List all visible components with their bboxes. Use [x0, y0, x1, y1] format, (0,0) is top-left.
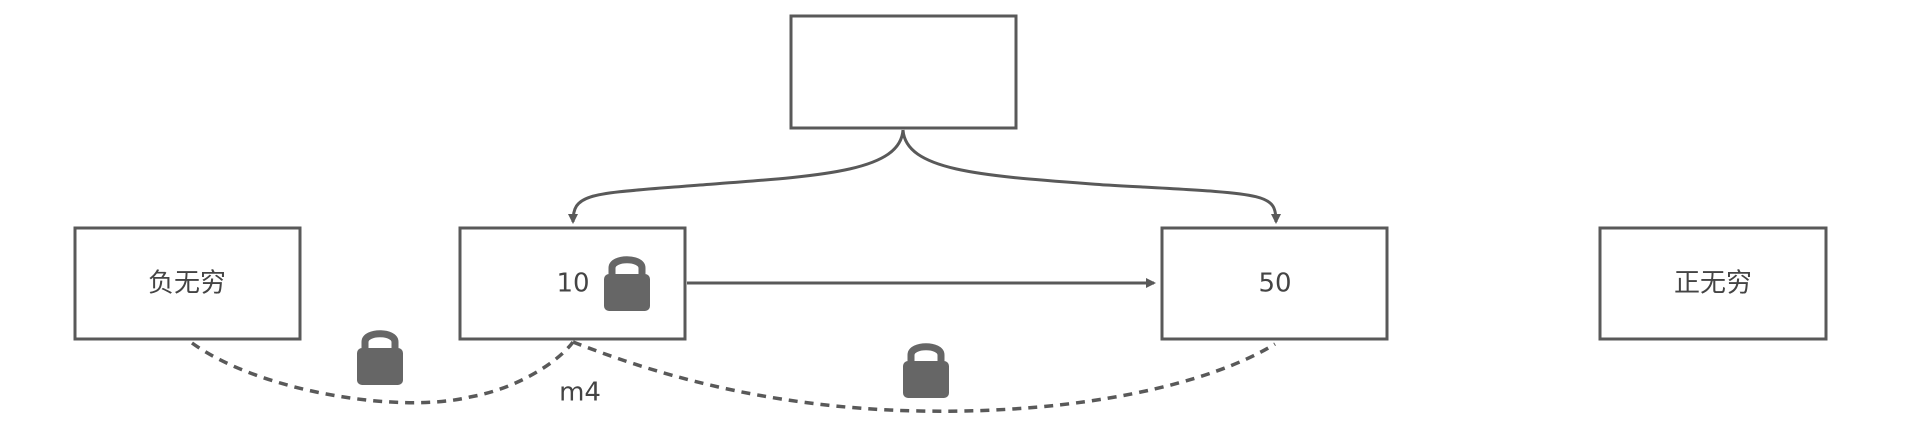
- value-10-label: 10: [556, 269, 589, 299]
- lock-icon: [903, 343, 949, 398]
- gap-negative-to-10: [190, 340, 575, 405]
- gap-10-to-50: [572, 340, 1276, 413]
- gap-label: m4: [559, 378, 601, 408]
- value-50-node[interactable]: 50: [1160, 226, 1389, 341]
- lock-icon: [357, 330, 403, 385]
- lock-icon: [604, 256, 650, 311]
- positive-infinity-node[interactable]: 正无穷: [1598, 226, 1828, 341]
- value-10-node[interactable]: 10: [458, 226, 687, 341]
- top-to-50-edge: [901, 129, 1281, 224]
- value-50-label: 50: [1258, 269, 1291, 299]
- top-to-10-edge: [568, 129, 905, 224]
- negative-infinity-node[interactable]: 负无穷: [73, 226, 302, 341]
- positive-infinity-label: 正无穷: [1674, 269, 1752, 299]
- negative-infinity-label: 负无穷: [148, 269, 226, 299]
- top-node[interactable]: [789, 14, 1018, 130]
